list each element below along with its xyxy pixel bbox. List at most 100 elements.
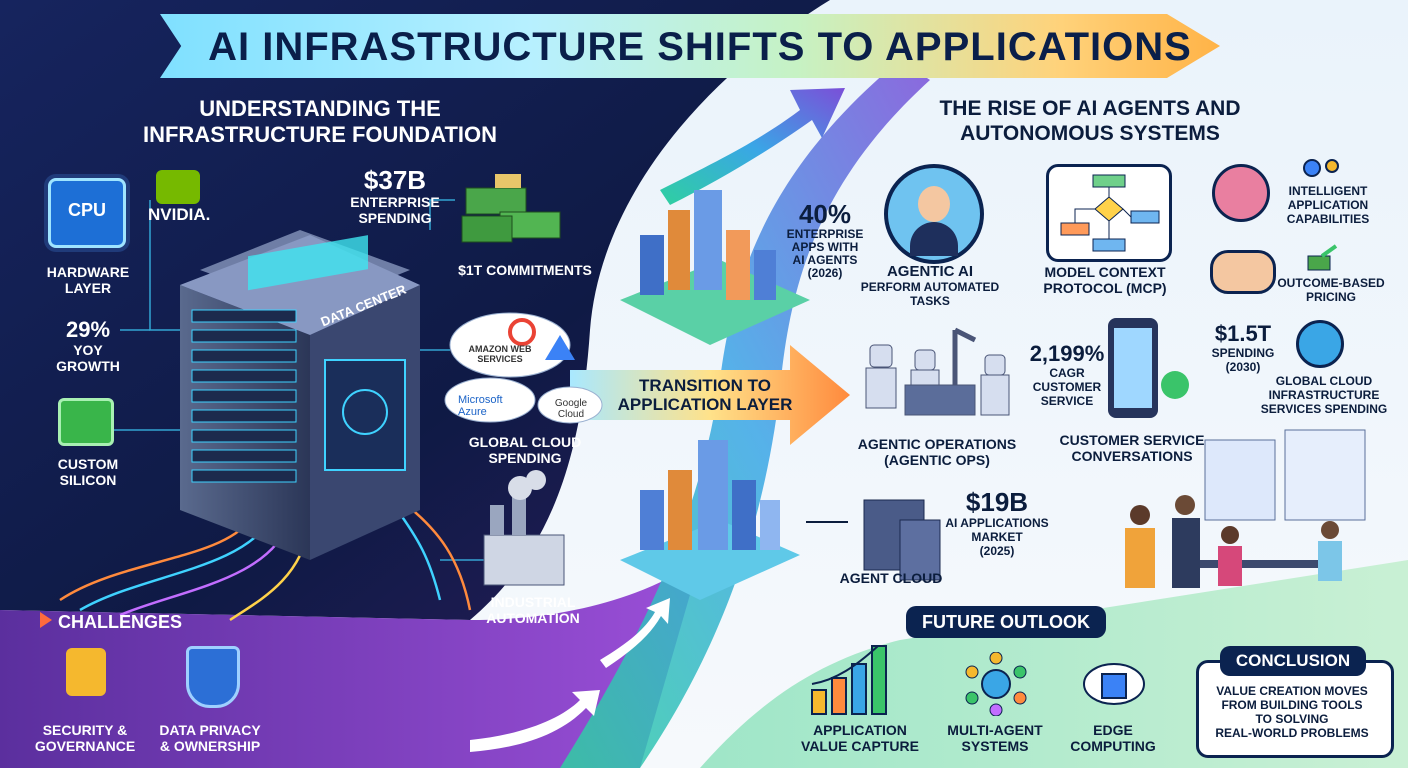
global-cloud-services-line2: INFRASTRUCTURE — [1268, 388, 1380, 402]
custom-silicon-line2: SILICON — [59, 472, 117, 488]
ai-agents-adoption-line3: AI AGENTS — [792, 253, 858, 267]
agentic-ai-line1: AGENTIC AI — [886, 263, 974, 280]
yoy-growth-stat: 29% YOY GROWTH — [28, 318, 148, 375]
hardware-layer-line2: LAYER — [64, 280, 112, 296]
nvidia-label: NVIDIA. — [148, 205, 211, 224]
enterprise-spending-value: $37B — [363, 165, 427, 195]
transition-line2: APPLICATION LAYER — [617, 395, 793, 414]
intelligent-capabilities-line3: CAPABILITIES — [1286, 212, 1370, 226]
conclusion-line1: VALUE CREATION MOVES — [1216, 684, 1368, 698]
mcp-line2: PROTOCOL (MCP) — [1043, 280, 1167, 296]
intelligent-capabilities-label: INTELLIGENT APPLICATION CAPABILITIES — [1268, 184, 1388, 226]
multi-agent-network-icon — [964, 651, 1027, 717]
mcp-flowchart-icon — [1046, 164, 1172, 262]
office-scene — [1125, 429, 1366, 588]
multi-agent-line1: MULTI-AGENT — [947, 722, 1043, 738]
agentic-ops-label: AGENTIC OPERATIONS (AGENTIC OPS) — [842, 436, 1032, 468]
future-outlook-heading: FUTURE OUTLOOK — [906, 606, 1106, 638]
edge-computing-line1: EDGE — [1093, 722, 1133, 738]
enterprise-spending-line1: ENTERPRISE — [350, 194, 440, 210]
ai-agents-adoption-line4: (2026) — [807, 266, 843, 280]
challenges-heading: CHALLENGES — [58, 612, 183, 632]
ai-agents-adoption-line1: ENTERPRISE — [786, 227, 864, 241]
infrastructure-heading-line2: INFRASTRUCTURE FOUNDATION — [142, 122, 497, 147]
title-banner — [160, 14, 1220, 78]
customer-service-label: CUSTOMER SERVICE CONVERSATIONS — [1042, 432, 1222, 464]
agent-cloud-label: AGENT CLOUD — [839, 570, 943, 586]
cagr-line1: CAGR — [1049, 366, 1085, 380]
security-governance-line2: GOVERNANCE — [34, 738, 136, 754]
outcome-pricing-line2: PRICING — [1305, 290, 1356, 304]
data-privacy-line1: DATA PRIVACY — [159, 722, 261, 738]
ai-apps-market-line2: MARKET — [971, 530, 1023, 544]
edge-computing-icon — [1082, 656, 1145, 714]
global-cloud-spending-line2: SPENDING — [488, 450, 562, 466]
commitments-label: $1T COMMITMENTS — [458, 262, 592, 278]
enterprise-spending-line2: SPENDING — [358, 210, 432, 226]
ai-agents-heading-line2: AUTONOMOUS SYSTEMS — [960, 122, 1220, 145]
cagr-stat: 2,199% CAGR CUSTOMER SERVICE — [1022, 341, 1112, 409]
data-privacy-line2: & OWNERSHIP — [159, 738, 261, 754]
phone-device — [1108, 318, 1189, 418]
cpu-chip-icon: CPU — [48, 178, 126, 248]
hardware-layer-line1: HARDWARE — [46, 264, 130, 280]
security-governance-label: SECURITY & GOVERNANCE — [20, 722, 150, 754]
app-value-capture-line2: VALUE CAPTURE — [801, 738, 919, 754]
azure-logo-text: Microsoft Azure — [458, 394, 503, 418]
cagr-line3: SERVICE — [1040, 394, 1094, 408]
outcome-pricing-label: OUTCOME-BASED PRICING — [1266, 276, 1396, 304]
global-cloud-services-line1: GLOBAL CLOUD — [1275, 374, 1373, 388]
cloud-spending-2030-stat: $1.5T SPENDING (2030) — [1198, 322, 1288, 375]
industrial-automation-line2: AUTOMATION — [486, 610, 580, 626]
cloud-spending-2030-line2: (2030) — [1225, 360, 1261, 374]
intelligent-capabilities-line1: INTELLIGENT — [1288, 184, 1368, 198]
shield-lock-icon — [186, 646, 240, 708]
enterprise-spending-stat: $37B ENTERPRISE SPENDING — [340, 166, 450, 226]
agentic-ai-line2: PERFORM AUTOMATED — [860, 280, 1000, 294]
transition-line1: TRANSITION TO — [639, 376, 771, 395]
ai-agents-adoption-line2: APPS WITH — [791, 240, 859, 254]
agent-cloud-servers — [806, 499, 941, 581]
page-title: AI INFRASTRUCTURE SHIFTS TO APPLICATIONS — [180, 24, 1220, 70]
security-governance-line1: SECURITY & — [42, 722, 128, 738]
cagr-line2: CUSTOMER — [1032, 380, 1102, 394]
data-center-tower — [180, 230, 420, 560]
cagr-value: 2,199% — [1029, 341, 1105, 366]
intelligent-capabilities-line2: APPLICATION — [1287, 198, 1369, 212]
edge-computing-line2: COMPUTING — [1070, 738, 1156, 754]
ai-agents-adoption-value: 40% — [798, 199, 852, 229]
ai-apps-market-value: $19B — [965, 487, 1029, 517]
padlock-icon — [66, 648, 106, 696]
ai-apps-market-stat: $19B AI APPLICATIONS MARKET (2025) — [932, 488, 1062, 558]
ai-agents-adoption-stat: 40% ENTERPRISE APPS WITH AI AGENTS (2026… — [770, 200, 880, 280]
flowchart-diagram-icon — [1060, 174, 1160, 252]
global-cloud-services-label: GLOBAL CLOUD INFRASTRUCTURE SERVICES SPE… — [1254, 374, 1394, 416]
global-cloud-services-line3: SERVICES SPENDING — [1260, 402, 1388, 416]
money-growth-icon — [1306, 244, 1338, 272]
custom-silicon-label: CUSTOM SILICON — [28, 456, 148, 488]
gears-icon — [1302, 156, 1339, 178]
smart-city-bottom — [620, 440, 800, 600]
custom-silicon-line1: CUSTOM — [57, 456, 119, 472]
robot-group — [865, 327, 1010, 416]
mcp-label: MODEL CONTEXT PROTOCOL (MCP) — [1030, 264, 1180, 296]
app-value-capture-label: APPLICATION VALUE CAPTURE — [790, 722, 930, 754]
agentic-ops-line2: (AGENTIC OPS) — [884, 452, 990, 468]
handshake-icon — [1210, 250, 1276, 294]
multi-agent-label: MULTI-AGENT SYSTEMS — [930, 722, 1060, 754]
nvidia-logo-icon — [156, 170, 200, 204]
conclusion-heading: CONCLUSION — [1220, 646, 1366, 676]
global-cloud-spending-line1: GLOBAL CLOUD — [468, 434, 582, 450]
cpu-chip-label: CPU — [67, 200, 106, 220]
factory — [483, 470, 565, 586]
yoy-growth-line2: GROWTH — [56, 358, 120, 374]
custom-silicon-chip-icon — [58, 398, 114, 446]
bar-growth-icon — [806, 640, 898, 716]
infrastructure-heading-line1: UNDERSTANDING THE — [199, 96, 441, 121]
conclusion-line4: REAL-WORLD PROBLEMS — [1215, 726, 1369, 740]
industrial-automation-label: INDUSTRIAL AUTOMATION — [458, 594, 608, 626]
mcp-line1: MODEL CONTEXT — [1044, 264, 1166, 280]
conclusion-line3: TO SOLVING — [1255, 712, 1329, 726]
title-part2: SHIFTS TO APPLICATIONS — [657, 25, 1192, 69]
